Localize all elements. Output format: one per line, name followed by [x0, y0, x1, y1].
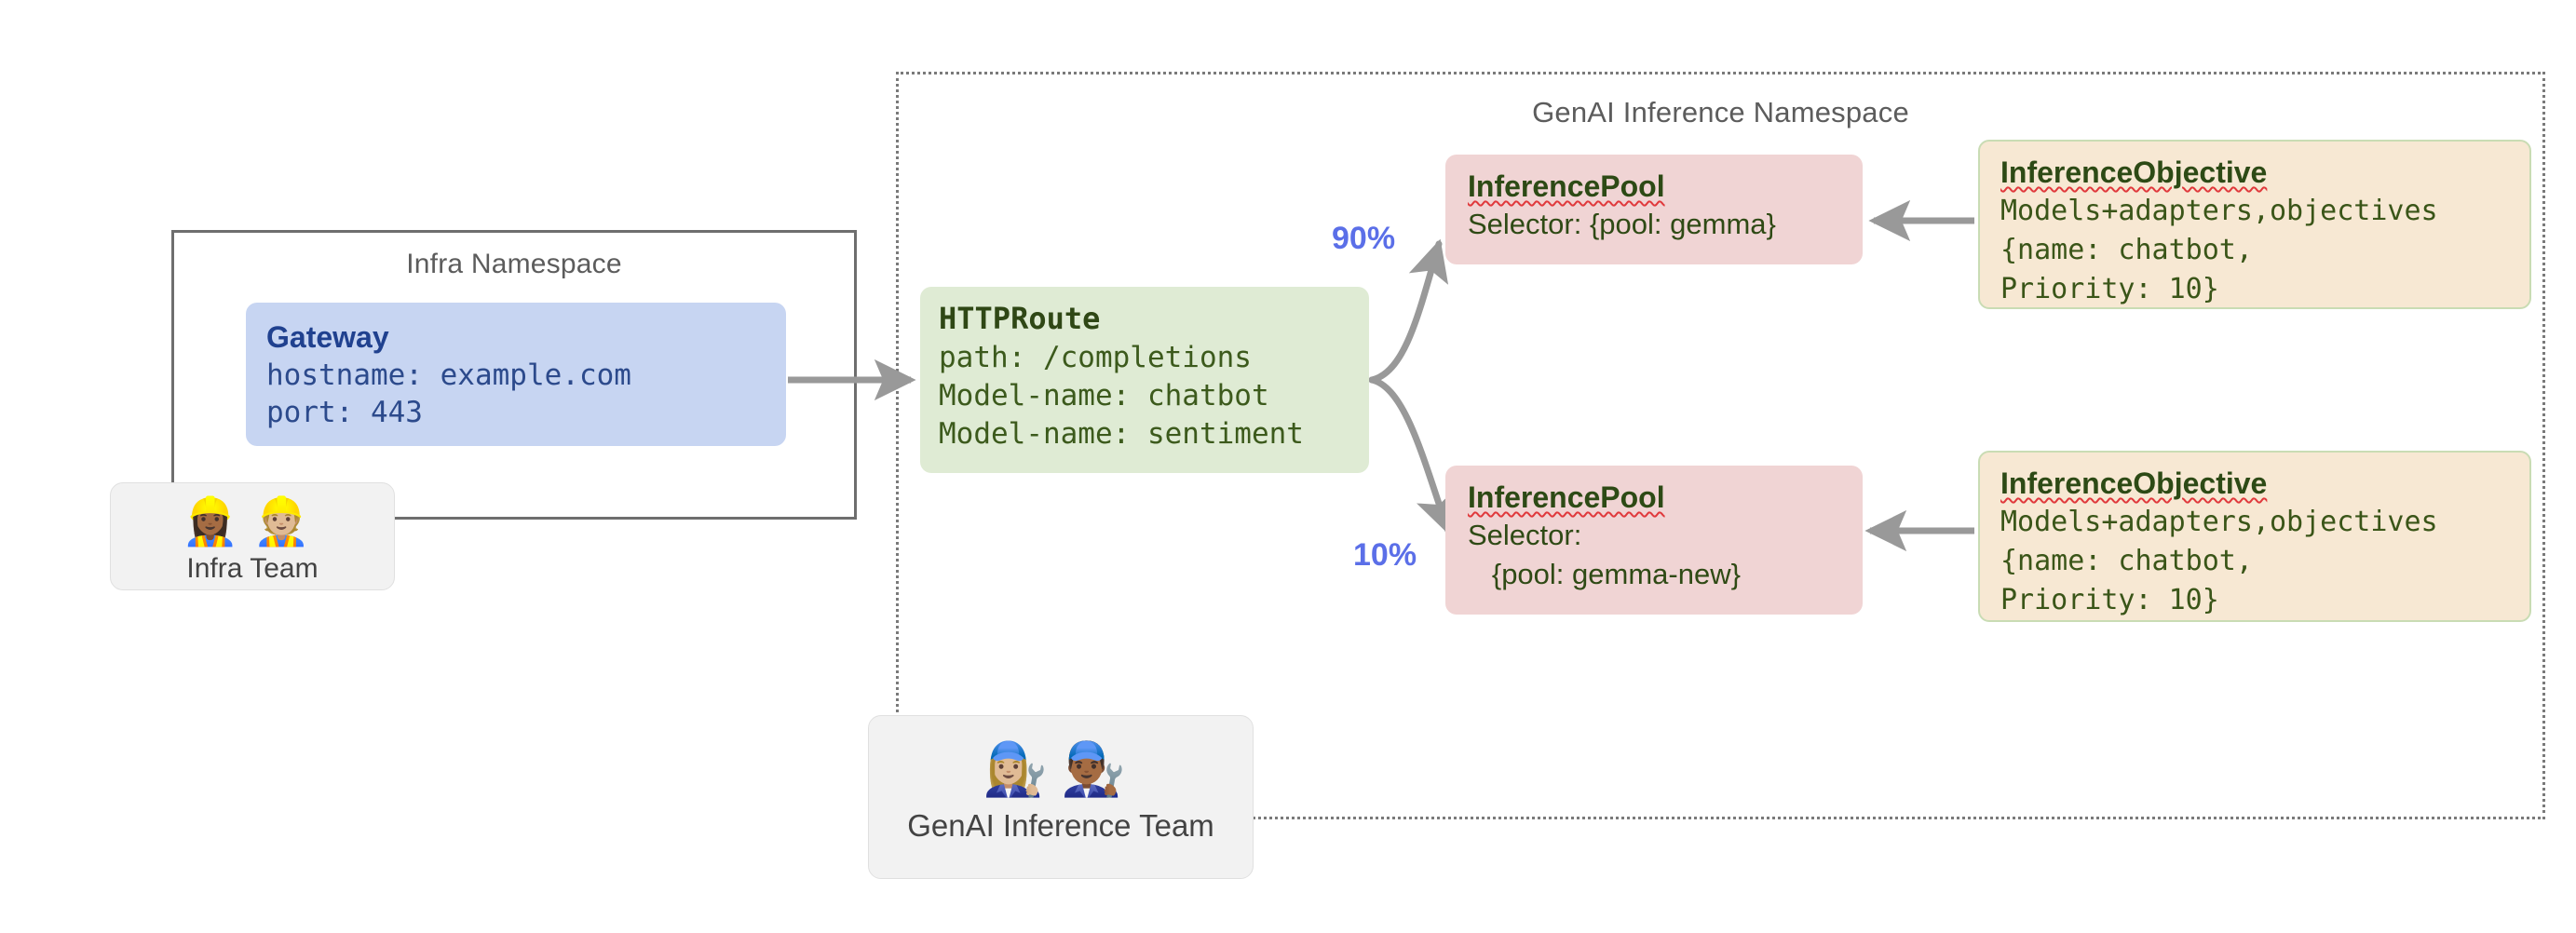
- inferencepool-gemma-selector-line: Selector: {pool: gemma}: [1468, 208, 1776, 240]
- inferenceobjective-top-card[interactable]: InferenceObjective Models+adapters,objec…: [1978, 140, 2531, 309]
- mechanic-icon: 👩🏼‍🔧👨🏾‍🔧: [983, 739, 1139, 800]
- gateway-hostname-line: hostname: example.com: [266, 358, 631, 392]
- httproute-title: HTTPRoute: [939, 301, 1101, 336]
- inferenceobjective-bottom-models-line: Models+adapters,objectives: [2000, 506, 2438, 538]
- gateway-card[interactable]: Gateway hostname: example.com port: 443: [246, 303, 786, 446]
- gateway-title: Gateway: [266, 320, 389, 354]
- genai-inference-namespace-boundary: [896, 72, 2545, 819]
- inferenceobjective-top-models-line: Models+adapters,objectives: [2000, 195, 2438, 227]
- inferenceobjective-top-title: InferenceObjective: [2000, 156, 2268, 189]
- infra-team-label: Infra Team: [186, 553, 319, 584]
- inferenceobjective-bottom-name-line: {name: chatbot,: [2000, 545, 2253, 577]
- inferencepool-gemma-title: InferencePool: [1468, 169, 1665, 203]
- inferencepool-gemma-new-card[interactable]: InferencePool Selector: {pool: gemma-new…: [1445, 466, 1863, 615]
- genai-inference-team-chip[interactable]: 👩🏼‍🔧👨🏾‍🔧 GenAI Inference Team: [868, 715, 1254, 879]
- inferencepool-gemma-card[interactable]: InferencePool Selector: {pool: gemma}: [1445, 155, 1863, 264]
- httproute-model-name-sentiment-line: Model-name: sentiment: [939, 417, 1304, 451]
- inferenceobjective-bottom-title: InferenceObjective: [2000, 466, 2268, 500]
- genai-inference-team-label: GenAI Inference Team: [907, 808, 1214, 843]
- inferencepool-gemma-new-title: InferencePool: [1468, 480, 1665, 514]
- infra-team-chip[interactable]: 👷🏾‍♀️👷🏼 Infra Team: [110, 482, 395, 590]
- inferenceobjective-bottom-priority-line: Priority: 10}: [2000, 584, 2219, 616]
- httproute-card[interactable]: HTTPRoute path: /completions Model-name:…: [920, 287, 1369, 473]
- httproute-path-line: path: /completions: [939, 341, 1252, 374]
- inferencepool-gemma-new-selector-label: Selector:: [1468, 519, 1582, 551]
- inferenceobjective-top-priority-line: Priority: 10}: [2000, 273, 2219, 305]
- traffic-split-10-percent-label: 10%: [1353, 537, 1417, 573]
- infra-namespace-title: Infra Namespace: [406, 249, 622, 279]
- traffic-split-90-percent-label: 90%: [1332, 221, 1396, 256]
- construction-worker-icon: 👷🏾‍♀️👷🏼: [181, 494, 324, 548]
- genai-inference-namespace-title: GenAI Inference Namespace: [1532, 96, 1909, 128]
- inferencepool-gemma-new-selector-value: {pool: gemma-new}: [1468, 558, 1741, 590]
- infra-namespace-boundary: [171, 230, 857, 520]
- gateway-port-line: port: 443: [266, 396, 423, 429]
- inferenceobjective-top-name-line: {name: chatbot,: [2000, 234, 2253, 266]
- httproute-model-name-chatbot-line: Model-name: chatbot: [939, 379, 1269, 412]
- inferenceobjective-bottom-card[interactable]: InferenceObjective Models+adapters,objec…: [1978, 451, 2531, 622]
